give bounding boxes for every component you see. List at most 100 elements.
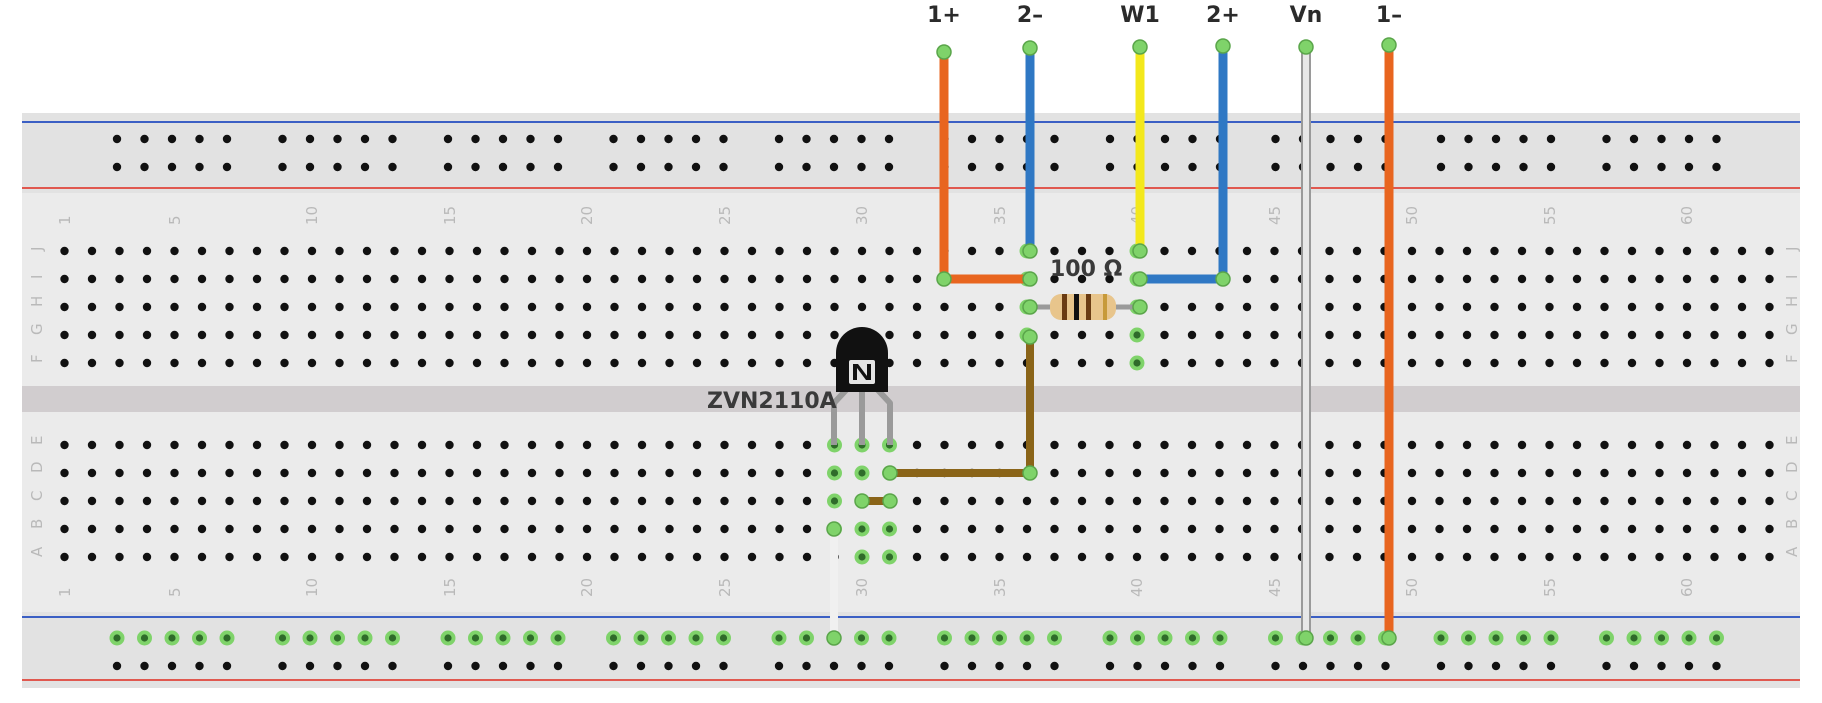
breadboard-hole [692,302,702,312]
breadboard-hole [775,274,784,284]
breadboard-hole [775,552,784,562]
breadboard-hole [1490,246,1499,256]
breadboard-hole [1050,162,1059,172]
breadboard-hole [967,524,977,534]
breadboard-hole [500,358,509,368]
column-number: 35 [991,578,1009,597]
breadboard-hole [1105,358,1114,368]
breadboard-hole [995,162,1004,172]
breadboard-hole [278,162,287,172]
breadboard-hole [1517,358,1527,368]
breadboard-hole [362,524,372,534]
row-letter: D [28,461,46,473]
breadboard-hole [747,274,757,284]
breadboard-hole [445,524,454,534]
breadboard-hole [1160,358,1169,368]
breadboard-hole [1765,274,1774,284]
breadboard-hole [307,274,317,284]
breadboard-hole [1462,274,1472,284]
breadboard-hole [1242,468,1252,478]
breadboard-hole [335,246,344,256]
column-number: 25 [716,578,734,597]
breadboard-hole [1407,524,1417,534]
breadboard-hole [995,524,1004,534]
breadboard-hole [555,552,564,562]
breadboard-hole [1600,302,1609,312]
breadboard-hole [582,330,592,340]
breadboard-hole [1545,440,1554,450]
breadboard-hole [802,468,812,478]
breadboard-hole [1352,274,1362,284]
breadboard-hole [1271,634,1280,642]
breadboard-hole [1684,162,1694,172]
breadboard-hole [527,440,537,450]
breadboard-hole [1132,468,1142,478]
breadboard-hole [720,552,729,562]
breadboard-hole [252,358,262,368]
breadboard-hole [1490,552,1499,562]
breadboard-hole [967,552,977,562]
breadboard-hole [1050,134,1059,144]
breadboard-hole [335,274,344,284]
breadboard-hole [1655,358,1664,368]
breadboard-hole [582,552,592,562]
breadboard-hole [1435,358,1444,368]
breadboard-hole [499,634,507,642]
breadboard-hole [885,302,894,312]
column-number: 20 [578,578,596,597]
breadboard-hole [1050,552,1059,562]
breadboard-hole [555,302,564,312]
breadboard-hole [582,246,592,256]
breadboard-hole [1657,661,1666,671]
breadboard-hole [912,552,922,562]
breadboard-hole [1462,496,1472,506]
breadboard-hole [940,330,949,340]
breadboard-hole [1462,358,1472,368]
breadboard-hole [417,524,427,534]
breadboard-hole [417,468,427,478]
breadboard-hole [1737,274,1747,284]
breadboard-hole [500,468,509,478]
breadboard-hole [1464,634,1473,642]
breadboard-hole [1105,274,1114,284]
breadboard-hole [1352,246,1362,256]
breadboard-hole [167,162,177,172]
breadboard-hole [362,302,372,312]
breadboard-hole [526,162,535,172]
breadboard-hole [555,330,564,340]
breadboard-hole [1353,134,1363,144]
breadboard-hole [1682,552,1692,562]
breadboard-hole [830,330,839,340]
breadboard-hole [1490,524,1499,534]
breadboard-hole [995,134,1004,144]
breadboard-hole [445,302,454,312]
breadboard-hole [1325,496,1334,506]
breadboard-hole [692,440,702,450]
breadboard-hole [747,552,757,562]
breadboard-hole [360,134,370,144]
breadboard-hole [1545,552,1554,562]
breadboard-hole [692,358,702,368]
breadboard-hole [747,330,757,340]
breadboard-hole [1270,274,1279,284]
breadboard-hole [995,496,1004,506]
breadboard-hole [1160,162,1170,172]
breadboard-hole [225,440,234,450]
breadboard-hole [1712,134,1721,144]
breadboard-hole [1655,468,1664,478]
breadboard-hole [197,496,207,506]
breadboard-hole [1490,468,1499,478]
breadboard-hole [967,134,977,144]
breadboard-hole [1242,552,1252,562]
column-number: 35 [991,206,1009,225]
breadboard-hole [527,552,537,562]
breadboard-hole [692,496,702,506]
breadboard-hole [968,634,976,642]
wire-end-contact [1132,271,1148,287]
breadboard-hole [1077,358,1087,368]
breadboard-hole [692,274,702,284]
breadboard-hole [1325,440,1334,450]
breadboard-hole [444,634,452,642]
breadboard-hole [1132,496,1142,506]
